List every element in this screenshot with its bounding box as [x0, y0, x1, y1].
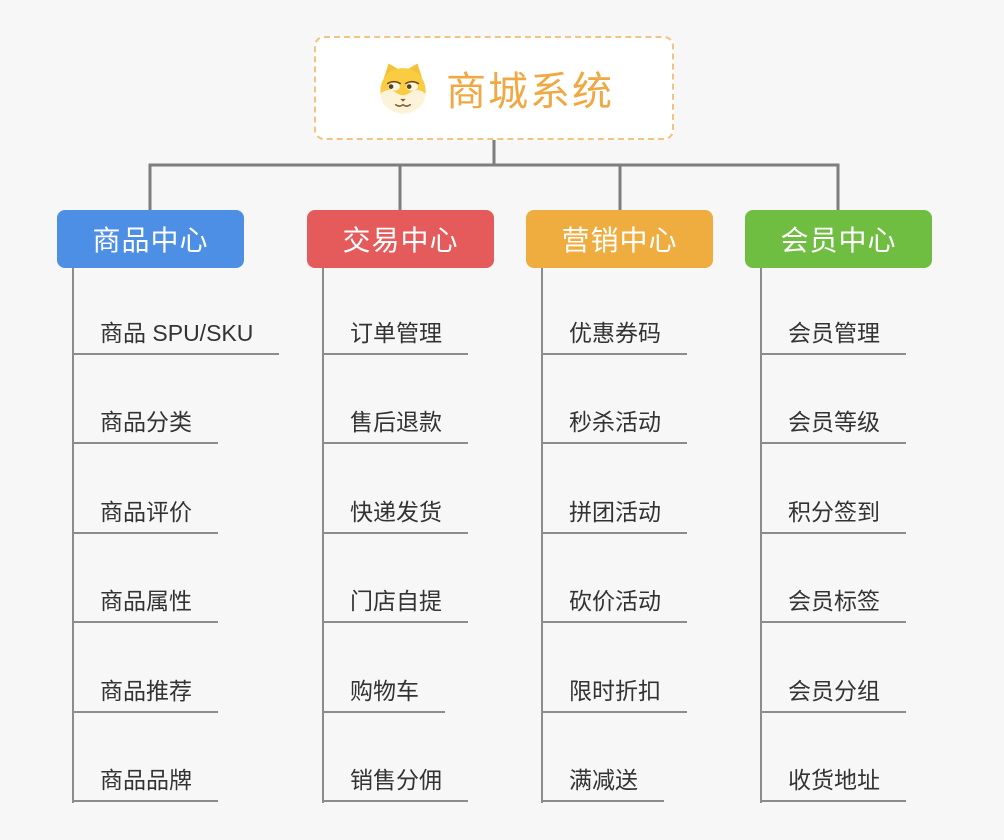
child-node[interactable]: 秒杀活动 — [541, 407, 687, 444]
child-node[interactable]: 会员管理 — [760, 318, 906, 355]
child-node[interactable]: 积分签到 — [760, 497, 906, 534]
child-node[interactable]: 收货地址 — [760, 765, 906, 802]
child-node[interactable]: 订单管理 — [322, 318, 468, 355]
child-node[interactable]: 砍价活动 — [541, 586, 687, 623]
child-node[interactable]: 售后退款 — [322, 407, 468, 444]
branch-node-product-center[interactable]: 商品中心 — [57, 210, 244, 268]
child-node[interactable]: 拼团活动 — [541, 497, 687, 534]
mindmap-root-node[interactable]: 商城系统 — [314, 36, 674, 140]
child-node[interactable]: 门店自提 — [322, 586, 468, 623]
child-node[interactable]: 会员标签 — [760, 586, 906, 623]
child-node[interactable]: 商品评价 — [72, 497, 218, 534]
branch-trunk-line — [72, 268, 74, 803]
branch-node-marketing-center[interactable]: 营销中心 — [526, 210, 713, 268]
branch-trunk-line — [760, 268, 762, 803]
child-node[interactable]: 会员分组 — [760, 676, 906, 713]
child-node[interactable]: 销售分佣 — [322, 765, 468, 802]
child-node[interactable]: 商品属性 — [72, 586, 218, 623]
child-node[interactable]: 优惠券码 — [541, 318, 687, 355]
child-node[interactable]: 商品 SPU/SKU — [72, 318, 280, 355]
child-node[interactable]: 快递发货 — [322, 497, 468, 534]
child-node[interactable]: 商品推荐 — [72, 676, 218, 713]
child-node[interactable]: 限时折扣 — [541, 676, 687, 713]
branch-trunk-line — [541, 268, 543, 803]
child-node[interactable]: 商品品牌 — [72, 765, 218, 802]
child-node[interactable]: 会员等级 — [760, 407, 906, 444]
child-node[interactable]: 购物车 — [322, 676, 445, 713]
child-node[interactable]: 满减送 — [541, 765, 664, 802]
branch-trunk-line — [322, 268, 324, 803]
branch-node-trade-center[interactable]: 交易中心 — [307, 210, 494, 268]
root-title: 商城系统 — [446, 70, 614, 114]
dog-face-icon — [374, 59, 432, 117]
child-node[interactable]: 商品分类 — [72, 407, 218, 444]
branch-node-member-center[interactable]: 会员中心 — [745, 210, 932, 268]
